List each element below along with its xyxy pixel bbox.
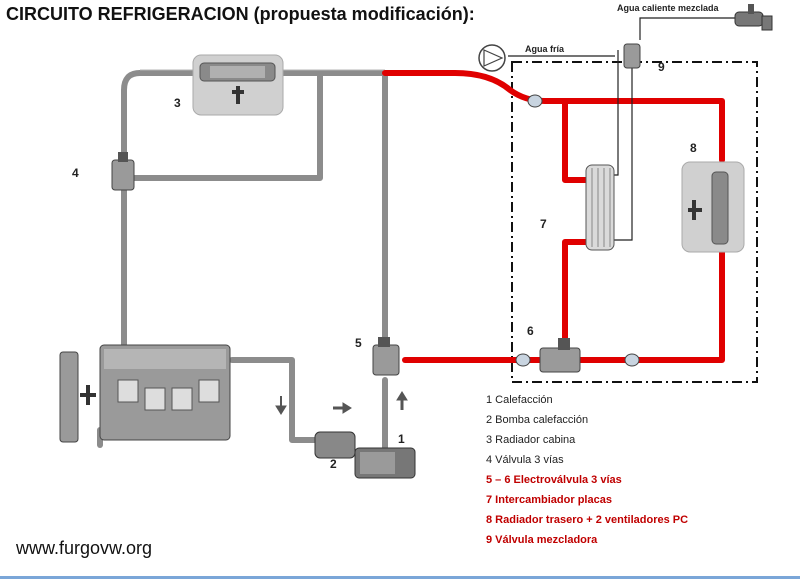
electrovalve-5 — [372, 337, 400, 376]
inline-valves — [515, 94, 640, 367]
rear-radiator — [681, 161, 745, 253]
heating-pump — [314, 431, 356, 459]
cold-water-label: Agua fría — [525, 44, 565, 54]
legend-item-4: 4 Válvula 3 vías — [486, 454, 564, 466]
hot-water-label: Agua caliente mezclada — [617, 3, 719, 13]
legend-item-5-6: 5 – 6 Electroválvula 3 vías — [486, 474, 622, 486]
three-way-valve-4 — [111, 152, 135, 191]
number-8: 8 — [690, 141, 697, 155]
heater-unit — [354, 447, 416, 479]
water-pump-symbol — [478, 44, 506, 72]
electrovalve-6 — [539, 338, 581, 373]
number-7: 7 — [540, 217, 547, 231]
footer-website: www.furgovw.org — [16, 538, 153, 558]
bottom-divider — [0, 576, 800, 579]
number-5: 5 — [355, 336, 362, 350]
number-3: 3 — [174, 96, 181, 110]
grey-pipes — [97, 70, 388, 461]
plate-exchanger — [585, 164, 615, 251]
legend-item-3: 3 Radiador cabina — [486, 434, 576, 446]
cabin-radiator — [192, 54, 284, 116]
number-9: 9 — [658, 60, 665, 74]
engine-block — [99, 344, 231, 441]
number-1: 1 — [398, 432, 405, 446]
faucet-icon — [734, 4, 773, 31]
front-radiator — [59, 351, 96, 443]
mixing-valve — [623, 43, 641, 69]
number-2: 2 — [330, 457, 337, 471]
legend-item-7: 7 Intercambiador placas — [486, 494, 612, 506]
flow-arrows — [275, 391, 408, 415]
legend: 1 Calefacción 2 Bomba calefacción 3 Radi… — [486, 390, 786, 550]
legend-item-1: 1 Calefacción — [486, 394, 553, 406]
legend-item-8: 8 Radiador trasero + 2 ventiladores PC — [486, 514, 689, 526]
legend-item-2: 2 Bomba calefacción — [486, 414, 589, 426]
number-6: 6 — [527, 324, 534, 338]
red-pipes — [382, 70, 725, 363]
water-lines — [508, 17, 735, 241]
number-4: 4 — [72, 166, 79, 180]
diagram-title: CIRCUITO REFRIGERACION (propuesta modifi… — [6, 4, 475, 24]
legend-item-9: 9 Válvula mezcladora — [486, 534, 598, 546]
